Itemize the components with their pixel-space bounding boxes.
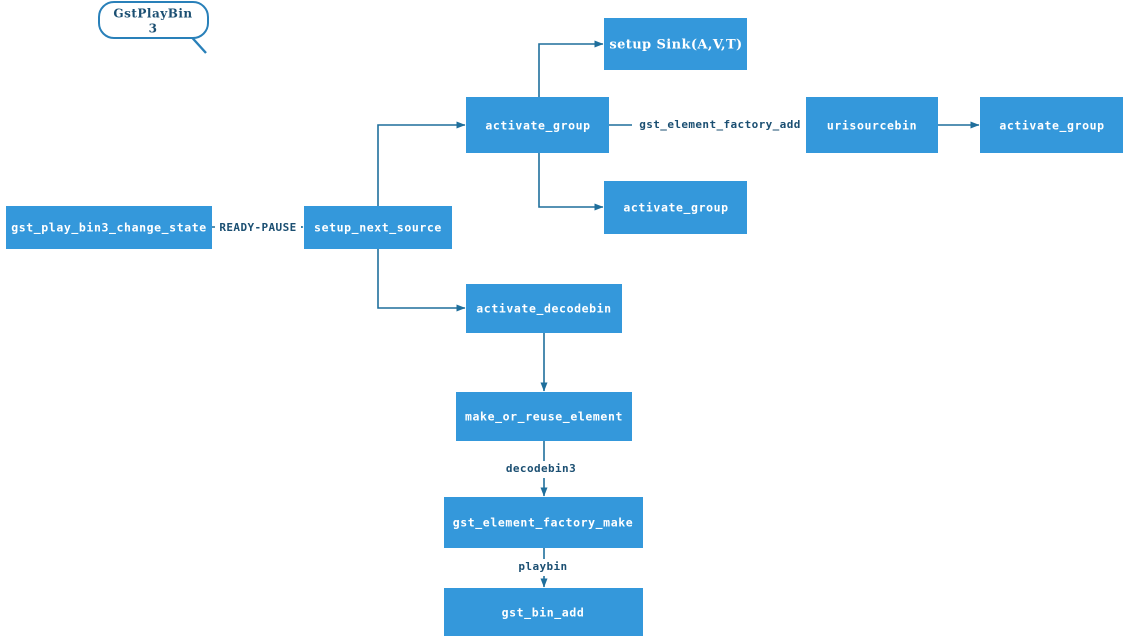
node-label-activate-decodebin: activate_decodebin [476, 302, 611, 317]
node-rect-setup-sink[interactable] [604, 18, 747, 70]
node-gst-element-factory-make[interactable]: gst_element_factory_make [444, 497, 643, 548]
node-gst-play-bin3-change-state[interactable]: gst_play_bin3_change_state [6, 206, 212, 249]
node-rect-activate-decodebin[interactable] [466, 284, 622, 333]
edge-label-gst-element-factory-add: gst_element_factory_add [639, 118, 801, 131]
node-activate-group-main[interactable]: activate_group [466, 97, 609, 153]
edge-activategroup-to-activategroup2 [538, 153, 604, 211]
node-activate-group-second[interactable]: activate_group [604, 181, 747, 234]
node-make-or-reuse-element[interactable]: make_or_reuse_element [456, 392, 632, 441]
edge-setupnextsource-to-activategroup [377, 121, 466, 206]
edge-label-group: READY-PAUSE gst_element_factory_add deco… [215, 117, 809, 576]
node-label-gst-bin-add: gst_bin_add [502, 606, 585, 621]
node-rect-urisourcebin[interactable] [806, 97, 938, 153]
edge-label-factory-add-bg [632, 117, 809, 134]
node-label-activate-group-second: activate_group [623, 201, 728, 216]
callout-gstplaybin3: GstPlayBin 3 [98, 1, 209, 54]
node-setup-sink[interactable]: setup Sink(A,V,T) [604, 18, 747, 70]
node-setup-next-source[interactable]: setup_next_source [304, 206, 452, 249]
node-rect-gst-bin-add[interactable] [444, 588, 643, 636]
edge-label-decodebin3: decodebin3 [506, 462, 576, 475]
node-label-setup-next-source: setup_next_source [314, 221, 442, 236]
node-label-activate-group-right: activate_group [999, 119, 1104, 134]
edge-label-ready-pause-bg [215, 219, 301, 236]
callout-label-line2: 3 [149, 22, 158, 36]
callout-label-line1: GstPlayBin [113, 7, 192, 21]
node-rect-activate-group-right[interactable] [980, 97, 1123, 153]
node-label-gst-element-factory-make: gst_element_factory_make [453, 516, 634, 531]
callout-bubble [98, 1, 209, 39]
edge-label-decodebin3-bg [498, 461, 590, 478]
node-rect-gst-element-factory-make[interactable] [444, 497, 643, 548]
edge-activategroup-to-setupsink [538, 40, 604, 97]
node-label-setup-sink: setup Sink(A,V,T) [609, 38, 742, 53]
edge-label-ready-pause: READY-PAUSE [219, 221, 296, 234]
node-label-activate-group-main: activate_group [485, 119, 590, 134]
node-label-make-or-reuse-element: make_or_reuse_element [465, 410, 623, 425]
node-rect-setup-next-source[interactable] [304, 206, 452, 249]
node-activate-decodebin[interactable]: activate_decodebin [466, 284, 622, 333]
node-rect-activate-group-main[interactable] [466, 97, 609, 153]
node-label-urisourcebin: urisourcebin [827, 119, 917, 133]
edge-label-playbin-bg [512, 559, 576, 576]
edge-label-playbin: playbin [518, 560, 567, 573]
node-rect-change-state[interactable] [6, 206, 212, 249]
node-gst-bin-add[interactable]: gst_bin_add [444, 588, 643, 636]
node-activate-group-right[interactable]: activate_group [980, 97, 1123, 153]
node-rect-activate-group-second[interactable] [604, 181, 747, 234]
node-label-change-state: gst_play_bin3_change_state [11, 221, 207, 236]
node-rect-make-or-reuse-element[interactable] [456, 392, 632, 441]
node-urisourcebin[interactable]: urisourcebin [806, 97, 938, 153]
edge-setupnextsource-to-activatedecodebin [377, 249, 466, 312]
